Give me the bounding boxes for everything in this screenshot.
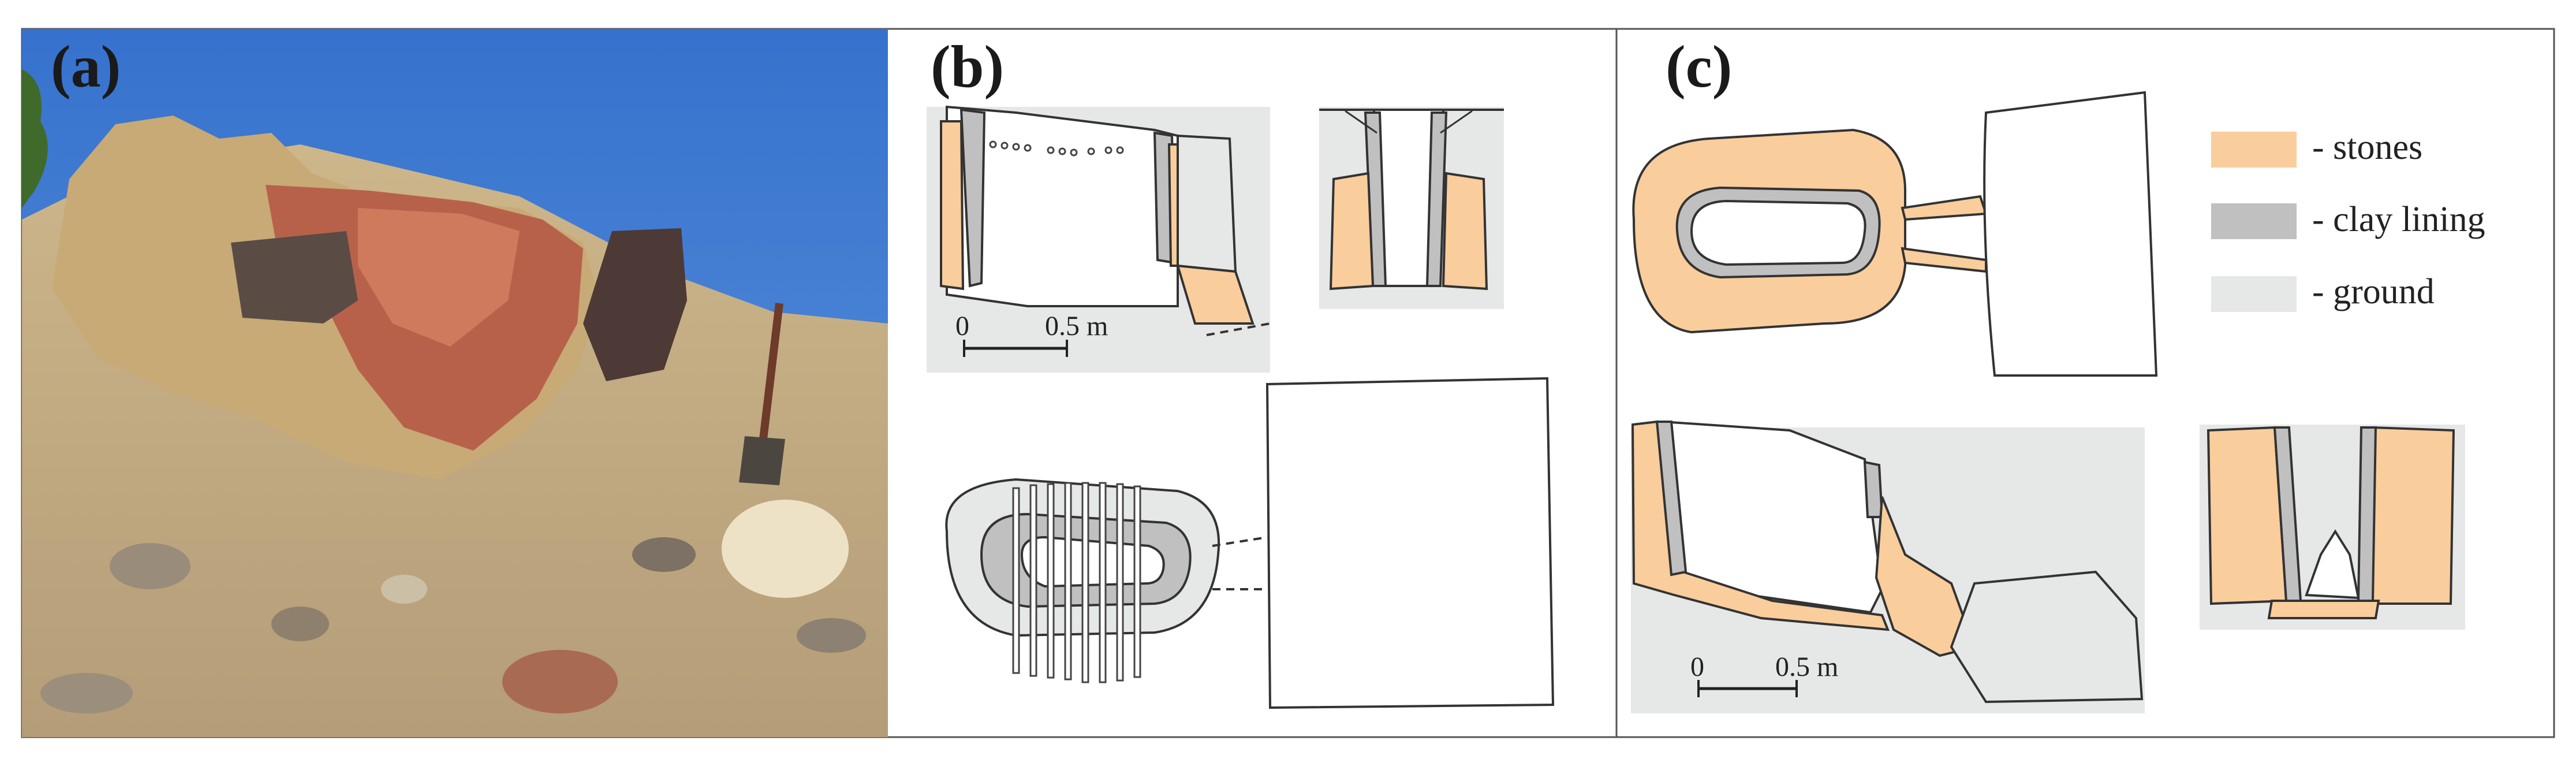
stones-channel-top <box>1901 195 1988 221</box>
panel-a-photo: (a) <box>22 29 888 737</box>
dot-row <box>989 140 1124 157</box>
posts <box>1012 482 1141 683</box>
panel-c-label: (c) <box>1666 34 1732 100</box>
dashed-link <box>1212 536 1268 547</box>
c-shaft-section <box>2200 425 2465 630</box>
clay-lining-left <box>960 108 986 288</box>
dashed-ground-line <box>1206 322 1271 336</box>
scale-zero-label: 0 <box>1690 652 1704 682</box>
dark-boulder-left <box>231 231 358 323</box>
stones-left <box>940 120 965 291</box>
dark-boulder-right <box>583 228 687 381</box>
legend: - stones - clay lining - ground <box>2211 128 2485 312</box>
stone <box>381 575 427 604</box>
stones-right <box>1442 172 1488 291</box>
scale-value-label: 0.5 m <box>1775 652 1838 682</box>
dashed-line <box>1345 110 1377 134</box>
stone <box>40 673 133 713</box>
pit-block-right <box>1177 134 1237 273</box>
tree <box>22 69 48 208</box>
legend-label-clay: - clay lining <box>2312 200 2485 239</box>
shovel-handle <box>759 303 783 440</box>
panel-c: (c) 0 0.5 m <box>1631 34 2485 713</box>
stones-bottom <box>2267 600 2380 619</box>
legend-swatch-ground <box>2211 276 2297 312</box>
clay-lining-right <box>1863 460 1884 518</box>
stones-left <box>1329 172 1375 291</box>
panel-b-label: (b) <box>931 34 1004 100</box>
stone <box>632 537 696 572</box>
stone <box>110 543 191 589</box>
white-boulder <box>722 500 849 598</box>
stones-channel-bottom <box>1901 247 1987 273</box>
stones-right <box>2372 426 2455 605</box>
collapse-rubble <box>2305 529 2360 600</box>
clay-lining-right <box>1425 111 1448 287</box>
c-plan <box>1632 91 2158 377</box>
pit-plan <box>1690 199 1866 266</box>
scale-zero-label: 0 <box>955 311 969 341</box>
clay-lining-right <box>2357 426 2377 602</box>
stones-left <box>2207 426 2288 605</box>
adjacent-block <box>1265 377 1555 709</box>
shovel-blade <box>739 436 785 485</box>
panel-a-label: (a) <box>51 34 121 100</box>
c-section: 0 0.5 m <box>1631 420 2145 713</box>
pit-plan <box>1020 536 1165 588</box>
legend-swatch-stones <box>2211 132 2297 168</box>
scale-value-label: 0.5 m <box>1045 311 1108 341</box>
legend-label-ground: - ground <box>2312 272 2435 311</box>
b-section-2 <box>1319 107 1504 309</box>
clay-lining-left <box>1655 421 1688 577</box>
dashed-line <box>1440 110 1473 134</box>
red-rock-highlight <box>358 208 520 347</box>
b-plan <box>945 377 1555 709</box>
adjacent-block <box>1950 570 2144 704</box>
stone <box>271 607 329 641</box>
b-section-1: 0 0.5 m <box>927 105 1271 373</box>
adjacent-block <box>1983 91 2158 377</box>
stone <box>502 650 618 713</box>
legend-label-stones: - stones <box>2312 128 2422 167</box>
panel-b: (b) 0 0.5 m <box>927 34 1555 709</box>
stone <box>797 618 866 653</box>
legend-swatch-clay <box>2211 203 2297 239</box>
